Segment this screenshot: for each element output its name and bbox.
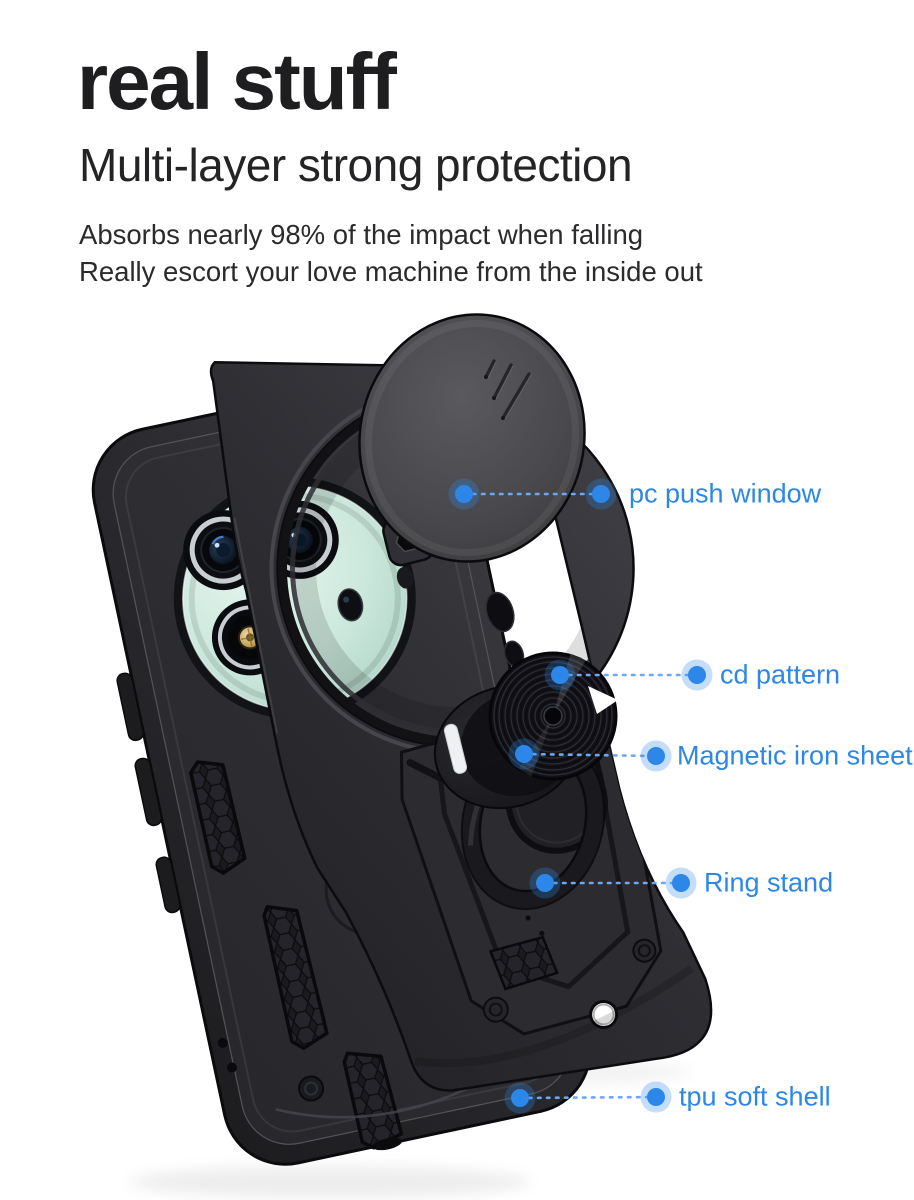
bottom-port (372, 1137, 402, 1151)
callout-line (518, 1095, 658, 1100)
grip-patches (189, 760, 404, 1150)
disc-notch-gap (588, 686, 618, 714)
kickstand-slot-highlight (443, 723, 468, 774)
page-description: Absorbs nearly 98% of the impact when fa… (79, 216, 703, 290)
callout-label-tpu-soft-shell: tpu soft shell (679, 1081, 831, 1112)
page-title: real stuff (77, 37, 397, 126)
frame-studs (482, 938, 657, 1023)
case-stud (298, 1075, 325, 1102)
description-line-1: Absorbs nearly 98% of the impact when fa… (79, 219, 644, 250)
frame-grip-patch (488, 935, 559, 991)
callout-label-cd-pattern: cd pattern (720, 659, 841, 690)
disc-grip-slashes (484, 359, 532, 420)
description-line-2: Really escort your love machine from the… (79, 256, 703, 287)
side-holes (217, 1037, 237, 1073)
callout-ring-stand (529, 867, 697, 899)
callout-label-ring-stand: Ring stand (704, 867, 834, 898)
push-window-disc (358, 313, 586, 563)
callout-cd-pattern (544, 659, 713, 691)
side-buttons (116, 672, 181, 914)
callout-label-magnetic-iron-sheet: Magnetic iron sheet (677, 740, 913, 771)
callout-line (522, 752, 658, 758)
callout-pc-push-window (448, 478, 617, 510)
callouts (448, 478, 713, 1114)
flash-module (337, 588, 364, 622)
page-subtitle: Multi-layer strong protection (79, 139, 633, 191)
callout-tpu-soft-shell (504, 1081, 672, 1114)
callout-magnetic-iron-sheet (508, 738, 672, 772)
lanyard-hole (589, 999, 619, 1029)
callout-label-pc-push-window: pc push window (629, 478, 822, 509)
